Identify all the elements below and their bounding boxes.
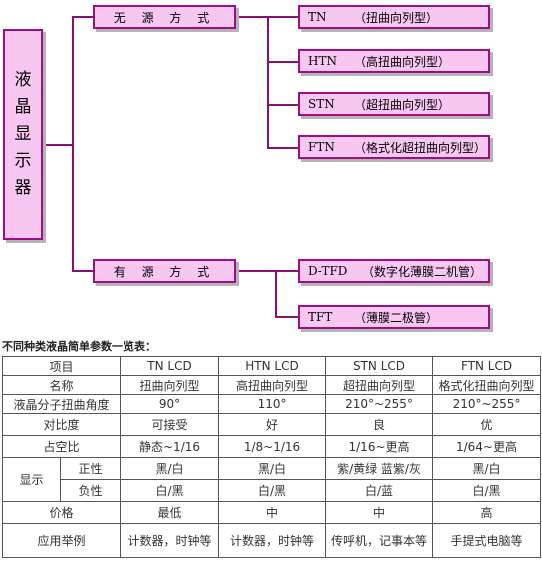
header-cell: 项目 (1, 356, 122, 376)
header-cell: STN LCD (325, 356, 434, 376)
type-desc: （扭曲向列型） (354, 10, 439, 25)
root-char: 器 (14, 178, 32, 198)
lcd-parameter-table: 项目 TN LCD HTN LCD STN LCD FTN LCD 名称 扭曲向… (1, 356, 542, 558)
root-char: 晶 (14, 97, 32, 117)
table-cell: 黑/白 (432, 457, 542, 480)
type-desc: （高扭曲向列型） (354, 54, 451, 69)
table-row: 对比度 可接受 好 良 优 (1, 413, 542, 436)
type-code: D-TFD (308, 264, 348, 278)
passive-mode-box: 无 源 方 式 (93, 5, 236, 29)
table-row: 负性 白/黑 白/黑 白/蓝 白/黑 (3, 479, 542, 502)
root-char: 液 (14, 70, 32, 90)
type-desc: （数字化薄膜二机管） (362, 264, 483, 279)
table-cell: 计数器，时钟等 (120, 523, 220, 558)
table-cell: 传呼机，记事本等 (325, 523, 434, 558)
row-label: 负性 (59, 479, 122, 502)
root-lcd-box: 液 晶 显 示 器 (3, 29, 43, 240)
table-row: 名称 扭曲向列型 高扭曲向列型 超扭曲向列型 格式化扭曲向列型 (1, 375, 542, 395)
row-label: 价格 (1, 501, 122, 524)
connector-to-stn (267, 104, 299, 106)
type-code: TN (308, 10, 327, 24)
table-cell: 良 (325, 413, 434, 436)
table-cell: 静态~1/16 (120, 435, 220, 458)
type-box-ftn: FTN （格式化超扭曲向列型） (298, 135, 490, 159)
connector-to-passive (72, 16, 94, 18)
table-cell: 高 (432, 501, 542, 524)
connector-active-out (235, 270, 299, 272)
table-cell: 黑/白 (218, 457, 327, 480)
row-label: 应用举例 (1, 523, 122, 558)
connector-active-vertical (275, 270, 277, 318)
connector-to-ftn (267, 147, 299, 149)
type-desc: （格式化超扭曲向列型） (354, 140, 487, 155)
table-cell: 扭曲向列型 (120, 375, 220, 395)
row-label: 液晶分子扭曲角度 (1, 394, 122, 414)
type-box-htn: HTN （高扭曲向列型） (298, 49, 490, 73)
table-cell: 手提式电脑等 (432, 523, 542, 558)
passive-mode-label: 无 源 方 式 (113, 10, 216, 25)
table-cell: 高扭曲向列型 (218, 375, 327, 395)
connector-root-trunk (42, 144, 73, 146)
display-group-label: 显示 (2, 457, 61, 502)
table-cell: 1/64~更高 (432, 435, 542, 458)
type-box-tft: TFT （薄膜二极管） (298, 305, 490, 329)
table-cell: 中 (325, 501, 434, 524)
table-header-row: 项目 TN LCD HTN LCD STN LCD FTN LCD (1, 356, 542, 376)
table-row: 显示 正性 黑/白 黑/白 紫/黄绿 蓝紫/灰 黑/白 (2, 457, 542, 502)
type-box-dtfd: D-TFD （数字化薄膜二机管） (298, 259, 490, 283)
table-cell: 白/黑 (432, 479, 542, 502)
type-desc: （超扭曲向列型） (354, 97, 451, 112)
table-cell: 好 (218, 413, 327, 436)
table-cell: 黑/白 (120, 457, 220, 480)
header-cell: FTN LCD (432, 356, 542, 376)
table-row: 占空比 静态~1/16 1/8~1/16 1/16~更高 1/64~更高 (1, 435, 542, 458)
header-cell: TN LCD (120, 356, 220, 376)
type-box-tn: TN （扭曲向列型） (298, 5, 490, 29)
type-code: HTN (308, 54, 337, 68)
table-cell: 白/蓝 (325, 479, 434, 502)
type-code: FTN (308, 140, 335, 154)
table-cell: 格式化扭曲向列型 (432, 375, 542, 395)
connector-to-tft (275, 316, 299, 318)
table-row: 应用举例 计数器，时钟等 计数器，时钟等 传呼机，记事本等 手提式电脑等 (1, 523, 542, 558)
table-cell: 超扭曲向列型 (325, 375, 434, 395)
root-char: 示 (14, 151, 32, 171)
table-cell: 最低 (120, 501, 220, 524)
active-mode-box: 有 源 方 式 (93, 259, 236, 283)
type-desc: （薄膜二极管） (354, 310, 439, 325)
table-row: 液晶分子扭曲角度 90° 110° 210°~255° 210°~255° (1, 394, 542, 414)
type-box-stn: STN （超扭曲向列型） (298, 92, 490, 116)
table-cell: 90° (120, 394, 220, 414)
connector-to-htn (267, 61, 299, 63)
connector-to-active (72, 270, 94, 272)
connector-passive-vertical (267, 16, 269, 149)
table-cell: 110° (218, 394, 327, 414)
table-cell: 可接受 (120, 413, 220, 436)
root-char: 显 (14, 124, 32, 144)
table-cell: 紫/黄绿 蓝紫/灰 (325, 457, 434, 480)
row-label: 名称 (1, 375, 122, 395)
table-title: 不同种类液晶简单参数一览表： (2, 340, 156, 353)
active-mode-label: 有 源 方 式 (113, 264, 216, 279)
table-cell: 优 (432, 413, 542, 436)
table-cell: 210°~255° (432, 394, 542, 414)
table-cell: 1/16~更高 (325, 435, 434, 458)
table-cell: 1/8~1/16 (218, 435, 327, 458)
table-cell: 白/黑 (120, 479, 220, 502)
table-cell: 中 (218, 501, 327, 524)
row-label: 占空比 (1, 435, 122, 458)
row-label: 正性 (59, 457, 122, 480)
table-row: 价格 最低 中 中 高 (1, 501, 542, 524)
table-cell: 210°~255° (325, 394, 434, 414)
header-cell: HTN LCD (218, 356, 327, 376)
row-label: 对比度 (1, 413, 122, 436)
table-cell: 计数器，时钟等 (218, 523, 327, 558)
table-cell: 白/黑 (218, 479, 327, 502)
type-code: TFT (308, 310, 333, 324)
connector-vertical-main (72, 16, 74, 272)
type-code: STN (308, 97, 335, 111)
